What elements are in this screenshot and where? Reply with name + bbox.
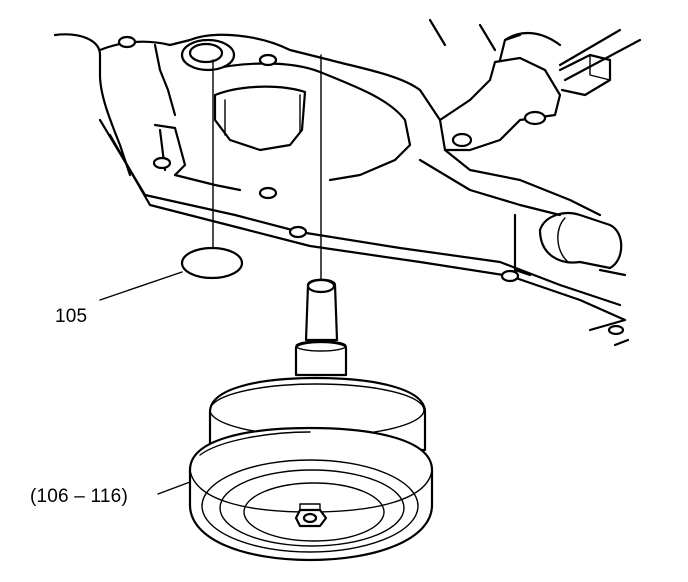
assembly-centerlines <box>212 54 322 281</box>
seal-part-105 <box>180 246 244 280</box>
leader-line-106-116 <box>157 481 191 495</box>
leader-line-105 <box>99 271 183 301</box>
piston-assembly <box>188 278 434 562</box>
callout-105: 105 <box>55 306 88 327</box>
callout-106-116: (106 – 116) <box>30 486 128 507</box>
transmission-case-housing <box>53 18 642 347</box>
